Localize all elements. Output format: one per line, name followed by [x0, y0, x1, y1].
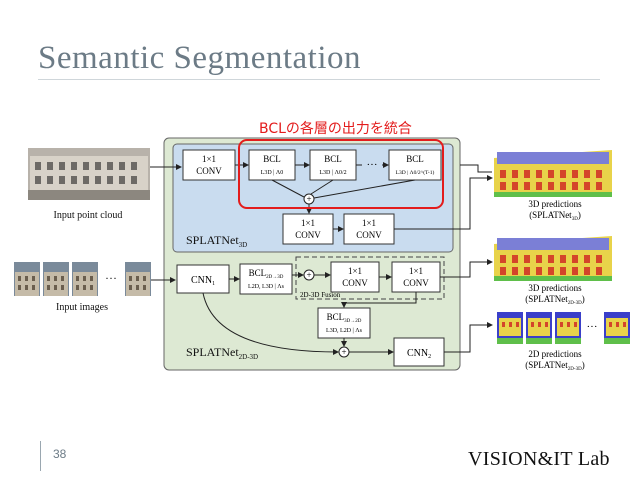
conv-3d-a-box — [282, 213, 334, 245]
arrow-fusion-to-bcl3d2d — [341, 292, 417, 308]
bcl-dots: ··· — [367, 159, 378, 171]
concat-final-plus: + — [341, 347, 346, 357]
bcl-1-title: BCL — [263, 154, 281, 164]
output-2d3d-3d-prediction-image — [494, 236, 612, 281]
input-point-cloud-image — [28, 148, 150, 200]
link-bcl2-concat — [310, 179, 334, 195]
bcl-2d3d-box — [239, 263, 293, 295]
bcl-2d3d-title: BCL2D→3D — [249, 268, 284, 280]
out3-line1: 2D predictions — [528, 349, 582, 359]
output-2d-prediction-images — [497, 312, 630, 344]
output-3d-prediction-image — [494, 150, 612, 197]
arrow-bypass-3d — [460, 164, 492, 173]
out2-line1: 3D predictions — [528, 283, 582, 293]
splatnet-3d-label: SPLATNet3D — [186, 233, 247, 249]
cnn2-box — [393, 337, 445, 367]
conv-input-top: 1×1 — [202, 154, 216, 164]
label-input-images: Input images — [56, 302, 108, 313]
bcl-highlight-box — [238, 139, 444, 209]
conv-fusion-b-bottom: CONV — [403, 278, 429, 288]
bcl-3d2d-box — [317, 307, 371, 339]
conv-fusion-b-top: 1×1 — [409, 266, 423, 276]
bcl-3-title: BCL — [406, 154, 424, 164]
fusion-frame — [295, 256, 445, 300]
splatnet-2d3d-label: SPLATNet2D-3D — [186, 345, 258, 361]
images-ellipsis: ··· — [105, 271, 117, 285]
concat-3d-plus: + — [306, 194, 311, 204]
concat-fusion-plus: + — [306, 270, 311, 280]
conv-fusion-a-bottom: CONV — [342, 278, 368, 288]
link-bcl3-concat — [313, 179, 416, 199]
bcl-2-title: BCL — [324, 154, 342, 164]
bcl-box-3 — [388, 149, 442, 181]
conv-input-box — [182, 149, 236, 181]
input-images — [14, 262, 151, 296]
arrow-fusion-to-out2 — [440, 259, 493, 278]
conv-input-bottom: CONV — [196, 166, 222, 176]
bcl-box-1 — [248, 149, 296, 181]
highlight-annotation: BCLの各層の出力を統合 — [259, 121, 412, 137]
out3-ellipsis: ··· — [587, 321, 598, 333]
conv-3d-a-bottom: CONV — [295, 230, 321, 240]
slide-title: Semantic Segmentation — [38, 40, 362, 76]
label-input-point-cloud: Input point cloud — [54, 210, 123, 221]
conv-fusion-a-box — [330, 261, 380, 293]
link-bcl1-concat — [271, 179, 305, 198]
fusion-label: 2D-3D Fusion — [300, 291, 341, 299]
page-number: 38 — [53, 447, 67, 461]
out1-line2: (SPLATNet3D) — [529, 210, 581, 222]
out3-line2: (SPLATNet2D-3D) — [525, 360, 584, 372]
conv-3d-b-bottom: CONV — [356, 230, 382, 240]
footer-divider — [40, 441, 41, 471]
bcl-3d2d-title: BCL3D→2D — [327, 312, 362, 324]
conv-3d-a-top: 1×1 — [301, 218, 315, 228]
conv-fusion-a-top: 1×1 — [348, 266, 362, 276]
out1-line1: 3D predictions — [528, 199, 582, 209]
bcl-2d3d-params: L2D, L3D | Λs — [248, 284, 285, 290]
out2-line2: (SPLATNet2D-3D) — [525, 294, 584, 306]
bcl-3-params: L3D | Λ0/2^(T-1) — [396, 169, 435, 176]
arrow-cnn2-to-out3 — [444, 322, 493, 353]
cnn1-label: CNN1 — [191, 275, 215, 287]
bcl-3d2d-params: L3D, L2D | Λs — [326, 328, 363, 334]
arrow-cnn1-to-final — [202, 292, 339, 355]
title-divider — [38, 79, 600, 80]
conv-3d-b-top: 1×1 — [362, 218, 376, 228]
bcl-1-params: L3D | Λ0 — [261, 170, 284, 176]
cnn2-label: CNN2 — [407, 348, 431, 360]
cnn1-box — [176, 264, 230, 294]
bcl-2-params: L3D | Λ0/2 — [319, 170, 346, 176]
lab-logo: VISION&IT Lab — [468, 448, 610, 470]
arrow-conv3db-to-out1 — [394, 175, 493, 230]
